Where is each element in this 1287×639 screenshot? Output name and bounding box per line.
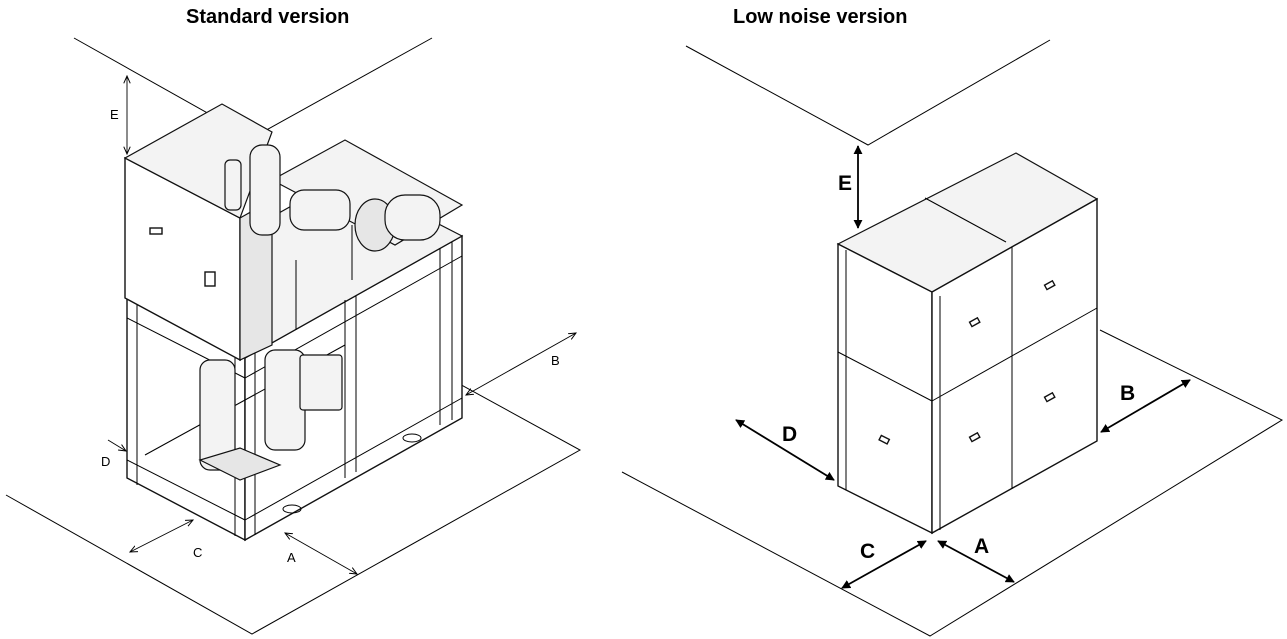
standard-label-D: D (101, 454, 110, 469)
standard-label-E: E (110, 107, 119, 122)
low-noise-dim-D (735, 419, 835, 481)
standard-version-drawing: E B D C A (5, 37, 582, 635)
standard-dim-A (285, 533, 357, 574)
standard-dim-B (466, 333, 576, 395)
low-noise-dim-C (841, 540, 927, 589)
standard-label-C: C (193, 545, 202, 560)
low-noise-dimension-arrows (735, 145, 1191, 589)
low-noise-dim-A (937, 540, 1015, 583)
low-noise-label-C: C (860, 540, 875, 563)
low-noise-version-title: Low noise version (733, 6, 908, 28)
low-noise-enclosure (836, 152, 1099, 535)
low-noise-dim-B (1100, 379, 1191, 433)
low-noise-floor-plane (621, 329, 1284, 637)
standard-dim-C (130, 520, 193, 552)
standard-label-B: B (551, 353, 560, 368)
standard-dim-D (107, 439, 126, 451)
low-noise-ceiling-plane (685, 39, 1051, 146)
low-noise-label-B: B (1120, 382, 1135, 405)
low-noise-label-E: E (838, 172, 852, 195)
standard-dimension-arrows (107, 76, 576, 574)
standard-pump-assembly (224, 139, 464, 330)
low-noise-label-A: A (974, 535, 989, 558)
standard-version-title: Standard version (186, 6, 350, 28)
low-noise-version-drawing: E B D C A (621, 39, 1284, 637)
standard-label-A: A (287, 550, 296, 565)
low-noise-label-D: D (782, 423, 797, 446)
